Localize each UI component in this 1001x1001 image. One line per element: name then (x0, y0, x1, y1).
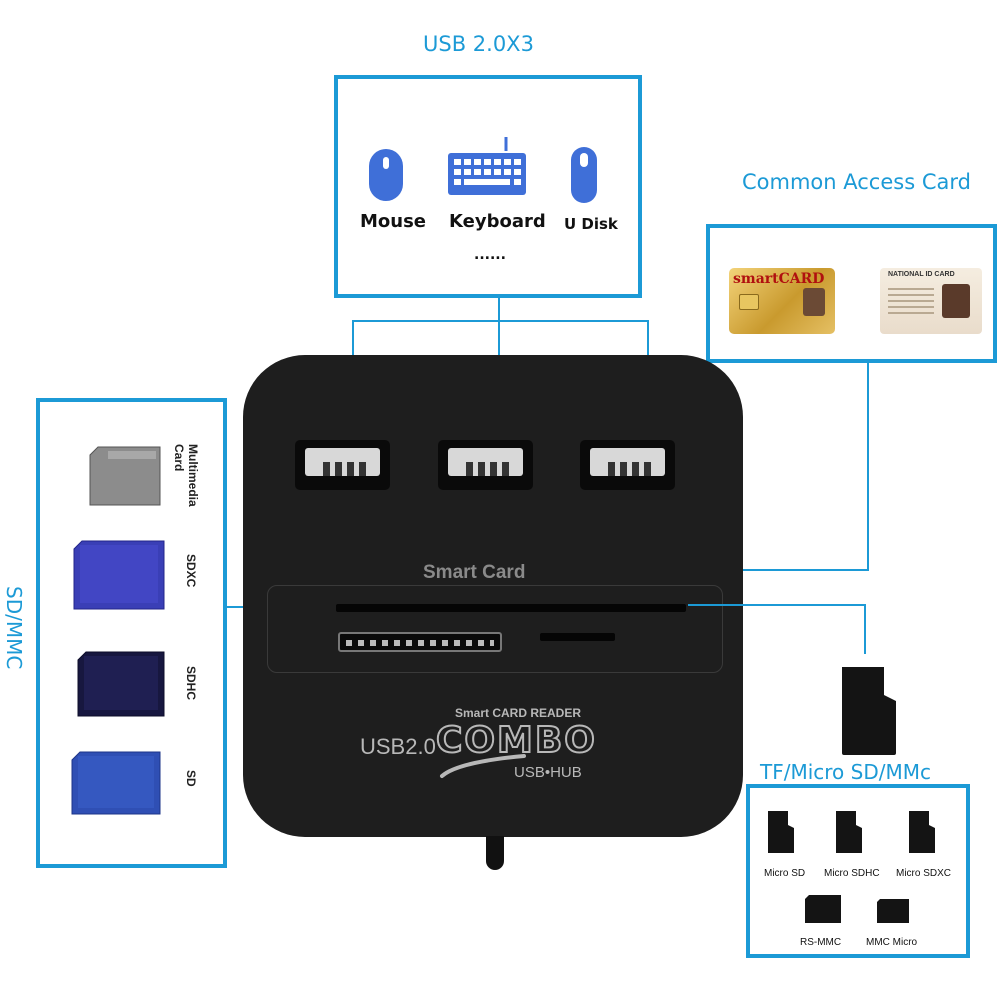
sdxc-card-label: SDXC (184, 554, 198, 588)
usb-port-2[interactable] (438, 440, 533, 490)
more-indicator: ...... (474, 247, 506, 263)
micro-sd-icon (768, 811, 794, 853)
tf-connector-horizontal (688, 604, 866, 606)
micro-sd-slot[interactable] (540, 633, 615, 641)
sdhc-card-icon (77, 651, 165, 717)
sd-slot-contacts (346, 640, 494, 646)
usb-disk-label: U Disk (564, 215, 618, 233)
micro-sdhc-icon (836, 811, 862, 853)
chip-icon (739, 294, 759, 310)
usb-port-3[interactable] (580, 440, 675, 490)
card-slot-panel (267, 585, 723, 673)
usb-callout-box: Mouse Keyboard U Disk ...... (334, 75, 642, 298)
id-portrait-icon (942, 284, 970, 318)
sd-callout-box: Multimedia Card SDXC SDHC SD (36, 398, 227, 868)
sd-card-icon (71, 751, 161, 815)
keyboard-label: Keyboard (449, 211, 546, 232)
mouse-label: Mouse (360, 211, 427, 232)
usb-hub-body: Smart Card (243, 355, 743, 837)
micro-sdxc-icon (909, 811, 935, 853)
usb-cable (486, 836, 504, 870)
cac-connector-vertical (867, 363, 869, 571)
mmc-micro-icon (877, 899, 909, 923)
usb-connector-stem (498, 298, 500, 410)
micro-sdxc-label: Micro SDXC (896, 868, 952, 879)
national-id-card-text: NATIONAL ID CARD (888, 271, 955, 278)
smart-card-image: smartCARD (729, 268, 835, 334)
sd-callout-title: SD/MMC (2, 586, 26, 670)
rs-mmc-label: RS-MMC (800, 937, 842, 948)
mmc-micro-label: MMC Micro (866, 937, 918, 948)
usb-hub-sub-brand: USB•HUB (514, 764, 582, 781)
usb-disk-icon (571, 147, 597, 203)
card-reader-label: Smart CARD READER (455, 706, 582, 720)
cac-callout-box: smartCARD NATIONAL ID CARD (706, 224, 997, 363)
micro-sd-label: Micro SD (764, 868, 806, 879)
micro-sdhc-label: Micro SDHC (824, 868, 880, 879)
sdxc-card-icon (73, 540, 165, 610)
smart-card-label: Smart Card (423, 562, 526, 583)
keyboard-icon (448, 137, 526, 195)
portrait-icon (803, 288, 825, 316)
usb-version-label: USB2.0 (360, 734, 436, 759)
combo-swoosh (440, 754, 526, 778)
multimedia-card-label: Multimedia Card (172, 444, 200, 507)
usb-callout-title: USB 2.0X3 (423, 32, 534, 56)
national-id-card-image: NATIONAL ID CARD (880, 268, 982, 334)
rs-mmc-icon (805, 895, 841, 923)
micro-sd-card-icon (842, 667, 896, 755)
sd-card-label: SD (184, 770, 198, 787)
usb-port-1[interactable] (295, 440, 390, 490)
smart-card-text: smartCARD (733, 271, 825, 287)
tf-callout-title: TF/Micro SD/MMc (760, 760, 931, 784)
mouse-icon (369, 149, 403, 201)
cac-connector-horizontal (692, 569, 869, 571)
tf-callout-box: Micro SD Micro SDHC Micro SDXC RS-MMC MM… (746, 784, 970, 958)
tf-connector-vertical (864, 604, 866, 654)
smart-card-slot[interactable] (336, 604, 686, 612)
sdhc-card-label: SDHC (184, 666, 198, 701)
multimedia-card-icon (89, 446, 161, 506)
usb-connector-bar (352, 320, 649, 322)
cac-callout-title: Common Access Card (742, 170, 971, 194)
id-text-lines (888, 288, 934, 314)
